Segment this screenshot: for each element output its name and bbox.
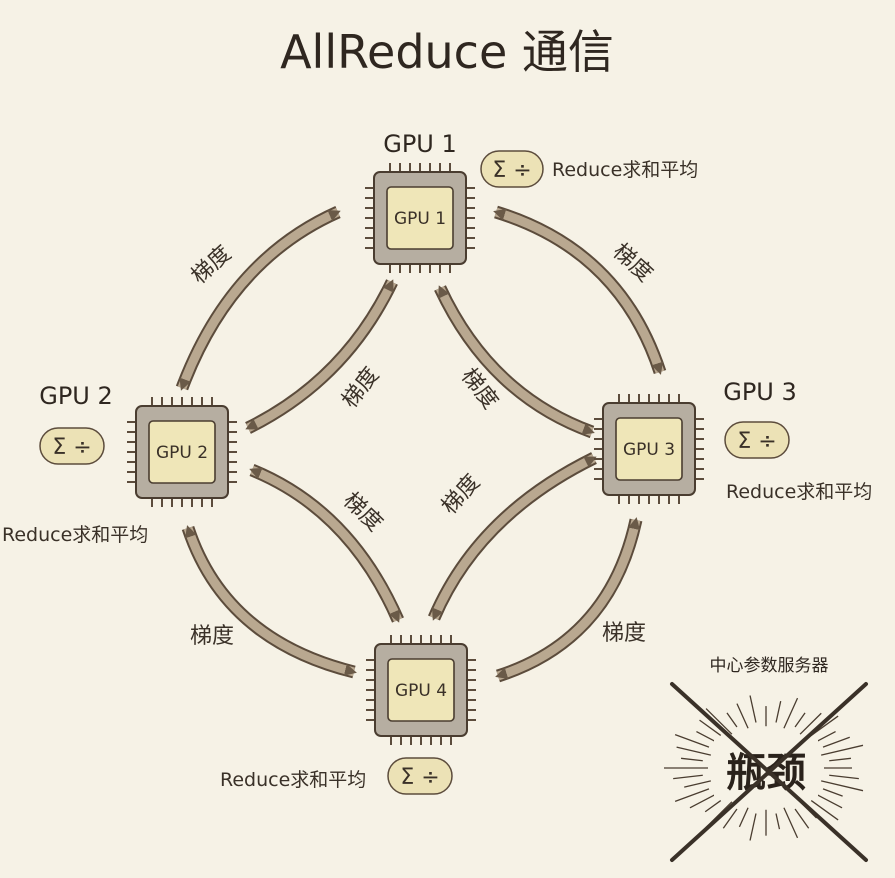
- reduce-badge-gpu1: Σ ÷: [480, 150, 544, 188]
- gpu-3-chip: GPU 3: [594, 394, 704, 504]
- central-server-bottleneck: 中心参数服务器 瓶颈: [664, 656, 868, 862]
- reduce-badge-gpu3: Σ ÷: [724, 421, 790, 459]
- gradient-label: 梯度: [187, 241, 236, 289]
- arrow-gpu3-gpu4: [495, 517, 643, 683]
- sum-divide-icon: Σ ÷: [492, 158, 531, 183]
- gpu-2-chip: GPU 2: [127, 397, 237, 507]
- gpu-2-reduce-text: Reduce求和平均: [2, 524, 148, 546]
- arrow-gpu1-gpu3: [493, 205, 667, 375]
- gradient-label: 梯度: [337, 363, 384, 413]
- arrow-gpu2-gpu4: [181, 525, 357, 679]
- gpu-3-chip-label: GPU 3: [623, 440, 675, 460]
- gpu-4-reduce-text: Reduce求和平均: [220, 769, 366, 791]
- burst-icon: [664, 695, 864, 841]
- gpu-1-label: GPU 1: [383, 130, 457, 158]
- gpu-4-chip: GPU 4: [366, 635, 476, 745]
- sum-divide-icon: Σ ÷: [52, 435, 91, 460]
- reduce-badge-gpu4: Σ ÷: [387, 757, 453, 795]
- gpu-1-chip-label: GPU 1: [394, 209, 446, 229]
- gpu-4-chip-label: GPU 4: [395, 681, 447, 701]
- gpu-1-reduce-text: Reduce求和平均: [552, 159, 698, 181]
- central-server-label: 中心参数服务器: [710, 656, 829, 676]
- arrow-gpu2-gpu4-inner: [249, 463, 404, 623]
- gradient-label: 梯度: [437, 470, 485, 519]
- page-title: AllReduce 通信: [280, 25, 614, 79]
- arrow-gpu1-gpu3-inner: [434, 285, 595, 439]
- gradient-label: 梯度: [602, 621, 646, 646]
- gpu-2-label: GPU 2: [39, 382, 113, 410]
- gpu-chips: GPU 1 GPU 2 GPU 3 GPU 4: [127, 163, 704, 745]
- reduce-badge-gpu2: Σ ÷: [39, 427, 105, 465]
- gradient-label: 梯度: [190, 624, 234, 649]
- arrow-gpu1-gpu2-inner: [245, 279, 398, 434]
- sum-divide-icon: Σ ÷: [737, 429, 776, 454]
- arrow-gpu1-gpu2: [175, 206, 341, 391]
- gpu-3-label: GPU 3: [723, 378, 797, 406]
- cross-out-line: [670, 682, 868, 862]
- gpu-3-reduce-text: Reduce求和平均: [726, 481, 872, 503]
- gpu-1-chip: GPU 1: [365, 163, 475, 273]
- gradient-arrows: [175, 205, 667, 683]
- sum-divide-icon: Σ ÷: [400, 765, 439, 790]
- gpu-2-chip-label: GPU 2: [156, 443, 208, 463]
